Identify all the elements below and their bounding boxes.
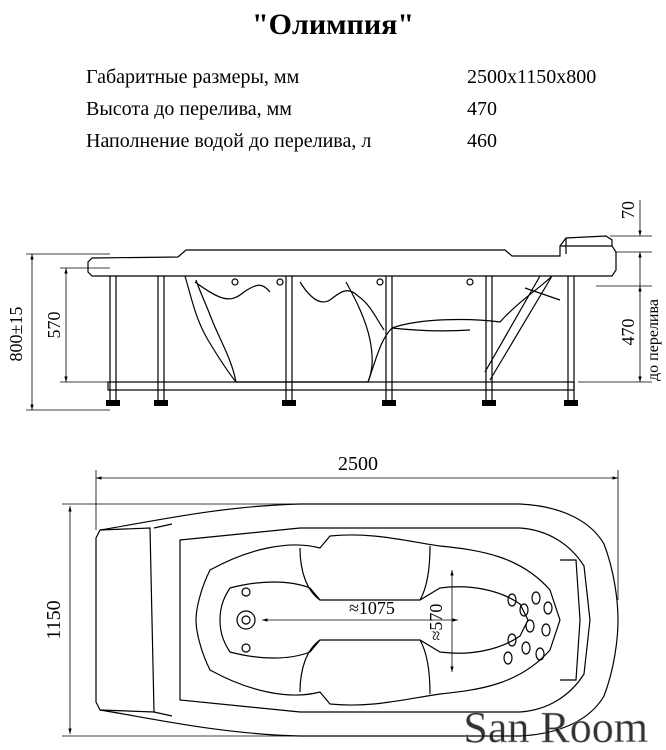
bath-outer-contour [95,503,619,737]
spec-label: Габаритные размеры, мм [86,66,300,88]
frame-legs [109,276,575,400]
dim-inner-width-label: ≈570 [426,604,446,641]
watermark: San Room [463,703,648,750]
spec-label: Высота до перелива, мм [86,98,292,120]
tub-bowl [195,534,561,706]
dim-top-label: 70 [618,201,638,219]
bath-inner-rim [179,527,591,713]
spec-value: 2500x1150x800 [467,66,597,88]
spec-label: Наполнение водой до перелива, л [86,130,372,152]
dim-width-label: 1150 [43,600,65,639]
rim-fittings [231,278,474,286]
bath-rim [87,245,617,277]
top-view [95,503,619,737]
drain [236,610,256,630]
side-view [87,235,617,406]
spec-value: 470 [467,98,497,120]
hydromassage-jets [503,591,553,665]
headrest [559,235,613,247]
dim-overflow-label: 470 [618,319,638,346]
dim-inner-height-label: 570 [44,312,64,339]
tub-profile [184,275,553,383]
side-dimensions [26,200,652,411]
spec-value: 460 [467,130,497,152]
leg-feet [106,400,578,406]
overflow-note-label: до перелива [645,299,662,381]
product-title: "Олимпия" [252,8,414,41]
dim-total-height-label: 800±15 [6,307,26,362]
dim-inner-length-label: ≈1075 [349,598,395,618]
dim-length-label: 2500 [338,453,378,475]
top-dimensions [62,470,619,737]
